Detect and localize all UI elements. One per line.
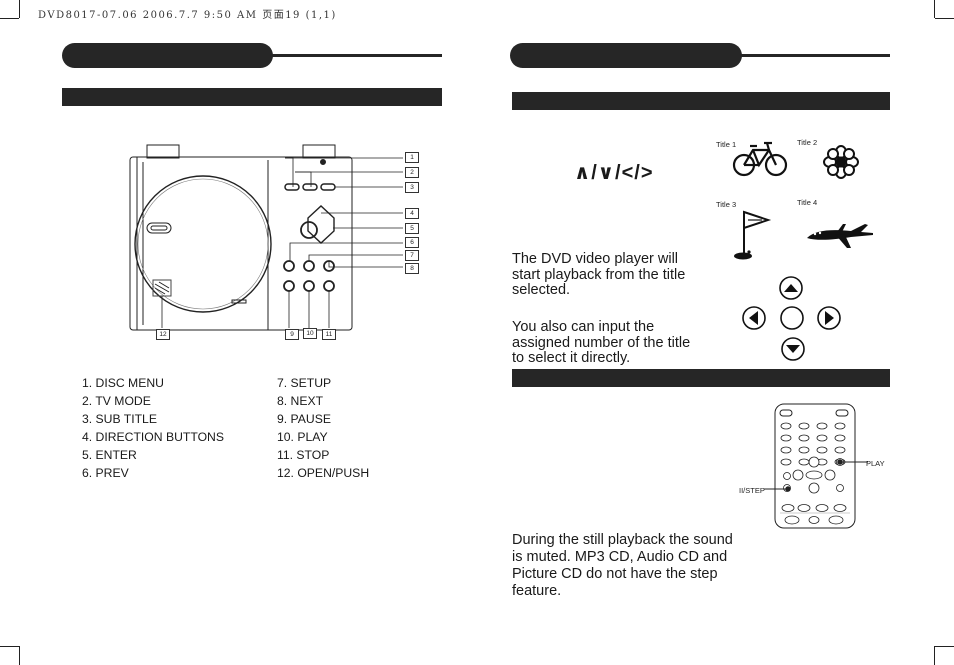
crop-mark	[934, 0, 935, 18]
list-item: 11. STOP	[277, 448, 330, 462]
print-header: DVD8017-07.06 2006.7.7 9:50 AM 页面19 (1,1…	[38, 10, 337, 21]
callout-3: 3	[405, 182, 419, 193]
list-item: 9. PAUSE	[277, 412, 331, 426]
play-callout-label: PLAY	[866, 459, 885, 468]
list-item: 2. TV MODE	[82, 394, 151, 408]
callout-11: 11	[322, 329, 336, 340]
list-item: 10. PLAY	[277, 430, 328, 444]
title-4-label: Title 4	[797, 198, 818, 207]
step-callout-label: II/STEP	[739, 486, 765, 495]
callout-5: 5	[405, 223, 419, 234]
left-subsection-bar	[62, 88, 442, 106]
direction-arrows-text: ∧/∨/</>	[574, 162, 654, 184]
list-item: 6. PREV	[82, 466, 129, 480]
step-section-bar	[512, 369, 890, 387]
callout-10: 10	[303, 328, 317, 339]
direction-pad-icon	[742, 276, 841, 361]
callout-6: 6	[405, 237, 419, 248]
callout-8: 8	[405, 263, 419, 274]
list-item: 12. OPEN/PUSH	[277, 466, 370, 480]
title-3-label: Title 3	[716, 200, 737, 209]
list-item: 1. DISC MENU	[82, 376, 164, 390]
crop-mark	[935, 646, 954, 647]
list-item: 3. SUB TITLE	[82, 412, 157, 426]
list-item: 4. DIRECTION BUTTONS	[82, 430, 224, 444]
crop-mark	[0, 18, 19, 19]
callout-4: 4	[405, 208, 419, 219]
list-item: 5. ENTER	[82, 448, 137, 462]
crop-mark	[0, 646, 19, 647]
callout-12: 12	[156, 329, 170, 340]
button-list-left: 1. DISC MENU 2. TV MODE 3. SUB TITLE 4. …	[82, 374, 224, 482]
list-item: 8. NEXT	[277, 394, 324, 408]
title-1-label: Title 1	[716, 140, 737, 149]
left-section-rule	[268, 54, 442, 57]
crop-mark	[935, 18, 954, 19]
right-subsection-bar	[512, 92, 890, 110]
crop-mark	[934, 646, 935, 665]
right-section-tab	[510, 43, 742, 68]
remote-callout-lines	[764, 459, 868, 492]
golf-flag-icon	[734, 210, 772, 260]
title-2-label: Title 2	[797, 138, 818, 147]
left-section-tab	[62, 43, 273, 68]
player-diagram	[129, 144, 403, 331]
callout-2: 2	[405, 167, 419, 178]
playback-paragraph: The DVD video player will start playback…	[512, 251, 686, 298]
callout-9: 9	[285, 329, 299, 340]
crop-mark	[19, 646, 20, 665]
input-number-paragraph: You also can input the assigned number o…	[512, 319, 691, 366]
flower-icon	[823, 145, 859, 179]
airplane-icon	[807, 224, 873, 248]
crop-mark	[19, 0, 20, 18]
bicycle-icon	[732, 141, 788, 177]
button-list-right: 7. SETUP 8. NEXT 9. PAUSE 10. PLAY 11. S…	[277, 374, 369, 482]
callout-7: 7	[405, 250, 419, 261]
remote-control-icon	[774, 403, 856, 529]
right-section-rule	[738, 54, 890, 57]
callout-1: 1	[405, 152, 419, 163]
step-paragraph: During the still playback the sound is m…	[512, 532, 733, 599]
list-item: 7. SETUP	[277, 376, 332, 390]
